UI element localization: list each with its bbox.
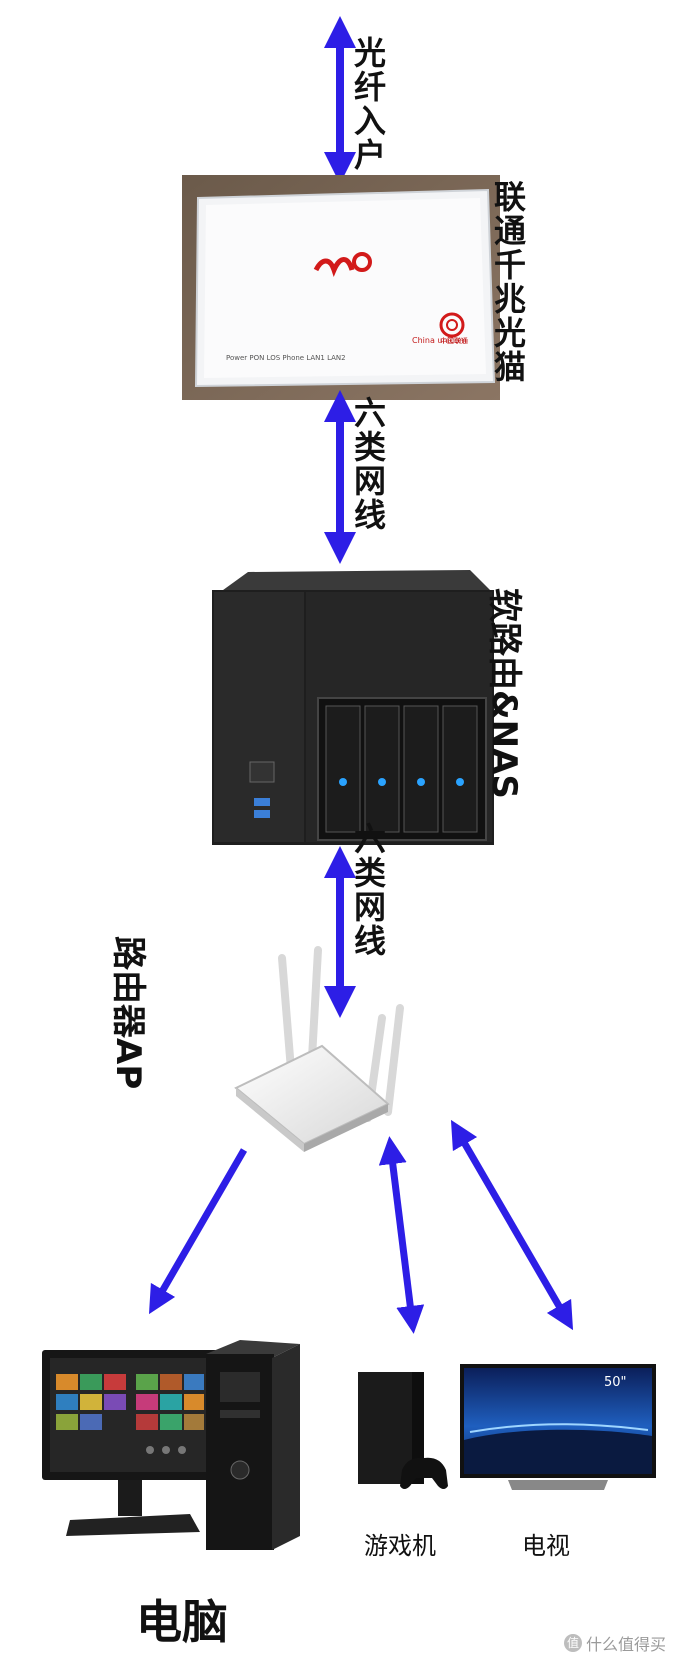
modem-port-labels: Power PON LOS Phone LAN1 LAN2 — [226, 354, 346, 362]
watermark: 值 什么值得买 — [563, 1631, 666, 1655]
label-cable-2: 六类网线 — [349, 822, 387, 958]
nas-photo — [212, 570, 494, 845]
label-tv: 电视 — [522, 1532, 570, 1560]
tv-size-label: 50" — [604, 1375, 627, 1390]
computer-photo — [42, 1340, 300, 1550]
watermark-badge-icon: 值 — [563, 1634, 582, 1652]
modem-photo — [182, 175, 500, 400]
tv-photo — [460, 1364, 656, 1490]
label-router-ap: 路由器AP — [108, 936, 148, 1090]
modem-logo-text: China unicom — [412, 336, 467, 345]
modem-brand-cn: 中国联通 — [440, 336, 468, 345]
game-console-photo — [358, 1372, 448, 1489]
label-computer: 电脑 — [136, 1595, 228, 1649]
label-cable-1: 六类网线 — [349, 396, 387, 532]
arrow-to-console — [378, 1136, 425, 1334]
label-nas: 软路由&NAS — [484, 588, 524, 799]
label-fiber-in: 光纤入户 — [349, 36, 387, 172]
arrow-to-tv — [450, 1119, 574, 1331]
watermark-text: 什么值得买 — [585, 1635, 666, 1654]
router-ap-photo — [234, 946, 404, 1152]
label-modem: 联通千兆光猫 — [489, 180, 527, 384]
label-game-console: 游戏机 — [364, 1532, 436, 1560]
arrow-to-computer — [148, 1148, 248, 1315]
